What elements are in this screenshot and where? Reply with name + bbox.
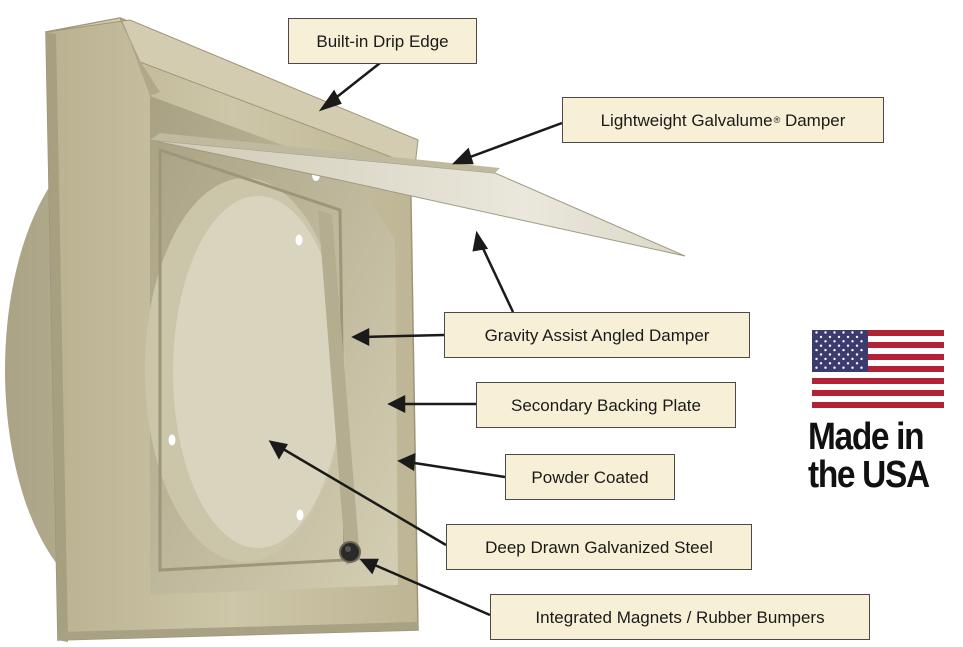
flag-star [815, 366, 818, 369]
us-flag-icon [812, 330, 944, 408]
flag-stripe [812, 330, 944, 337]
callout-galvanized-steel: Deep Drawn Galvanized Steel [446, 524, 752, 570]
flag-star [824, 366, 827, 369]
callout-label: Lightweight Galvalume [600, 110, 773, 130]
callout-label: Powder Coated [531, 467, 649, 487]
leader-arrows [268, 62, 563, 617]
flag-star [855, 362, 859, 365]
flag-stripe [812, 336, 944, 343]
flag-star [828, 362, 832, 365]
callout-powder-coated: Powder Coated [505, 454, 675, 500]
flag-star [842, 357, 845, 361]
flag-star [833, 331, 836, 334]
flag-star [837, 335, 841, 339]
flag-stripe [812, 378, 944, 385]
flag-stripe [812, 342, 944, 349]
callout-galvalume-damper: Lightweight Galvalume® Damper [562, 97, 884, 143]
made-in-usa-line1: Made in [808, 416, 925, 458]
flag-star [815, 357, 818, 361]
plate-edge [46, 32, 68, 642]
flag-stripe [812, 354, 944, 361]
flag-stripe [812, 348, 944, 355]
flag-star [833, 340, 836, 343]
callout-label: Integrated Magnets / Rubber Bumpers [535, 607, 825, 627]
flag-star [824, 348, 827, 352]
flag-star [828, 353, 832, 356]
flag-star [842, 366, 845, 369]
flag-star [819, 335, 823, 339]
flag-stripe [812, 372, 944, 379]
flag-star [833, 366, 836, 369]
flag-star [846, 344, 850, 347]
flag-star [815, 348, 818, 352]
flag-star [815, 340, 818, 343]
callout-label-suffix: Damper [780, 110, 846, 130]
callout-drip-edge: Built-in Drip Edge [288, 18, 477, 64]
flag-star [851, 366, 854, 369]
flag-star [833, 348, 836, 352]
screw-hole [296, 509, 304, 521]
flag-star [824, 340, 827, 343]
flag-stripe [812, 402, 944, 408]
flag-star [842, 331, 845, 334]
callout-label: Deep Drawn Galvanized Steel [485, 537, 713, 557]
flag-star [837, 362, 841, 365]
flag-star [846, 353, 850, 356]
flag-stripe [812, 396, 944, 403]
flag-star [819, 353, 823, 356]
flag-star [851, 357, 854, 361]
flag-star [860, 331, 863, 334]
magnet-bumper [339, 541, 361, 563]
flag-star [833, 357, 836, 361]
flag-star [828, 335, 832, 339]
registered-mark: ® [773, 114, 781, 125]
flag-star [819, 344, 823, 347]
flag-star [842, 348, 845, 352]
flag-star [837, 344, 841, 347]
flag-star [851, 348, 854, 352]
flag-star [824, 357, 827, 361]
flag-star [860, 366, 863, 369]
made-in-usa-line2: the USA [808, 454, 930, 496]
callout-label: Secondary Backing Plate [511, 395, 701, 415]
screw-hole [168, 434, 176, 446]
callout-magnets-bumpers: Integrated Magnets / Rubber Bumpers [490, 594, 870, 640]
flag-star [846, 362, 850, 365]
flag-stripe [812, 366, 944, 373]
flag-star [846, 335, 850, 339]
flag-star [855, 335, 859, 339]
flag-star [824, 331, 827, 334]
flag-star [851, 340, 854, 343]
flag-star [860, 348, 863, 352]
callout-backing-plate: Secondary Backing Plate [476, 382, 736, 428]
flag-star [860, 357, 863, 361]
flag-star [855, 344, 859, 347]
flag-stripe [812, 390, 944, 397]
flag-star [851, 331, 854, 334]
screw-hole [295, 234, 303, 246]
callout-label: Built-in Drip Edge [316, 31, 449, 51]
flag-star [828, 344, 832, 347]
callout-label: Gravity Assist Angled Damper [484, 325, 710, 345]
flag-star [815, 331, 818, 334]
flag-stripe [812, 360, 944, 367]
flag-stripe [812, 384, 944, 391]
flag-star [855, 353, 859, 356]
flag-star [860, 340, 863, 343]
flag-star [837, 353, 841, 356]
flag-star [842, 340, 845, 343]
callout-gravity-damper: Gravity Assist Angled Damper [444, 312, 750, 358]
flag-star [819, 362, 823, 365]
